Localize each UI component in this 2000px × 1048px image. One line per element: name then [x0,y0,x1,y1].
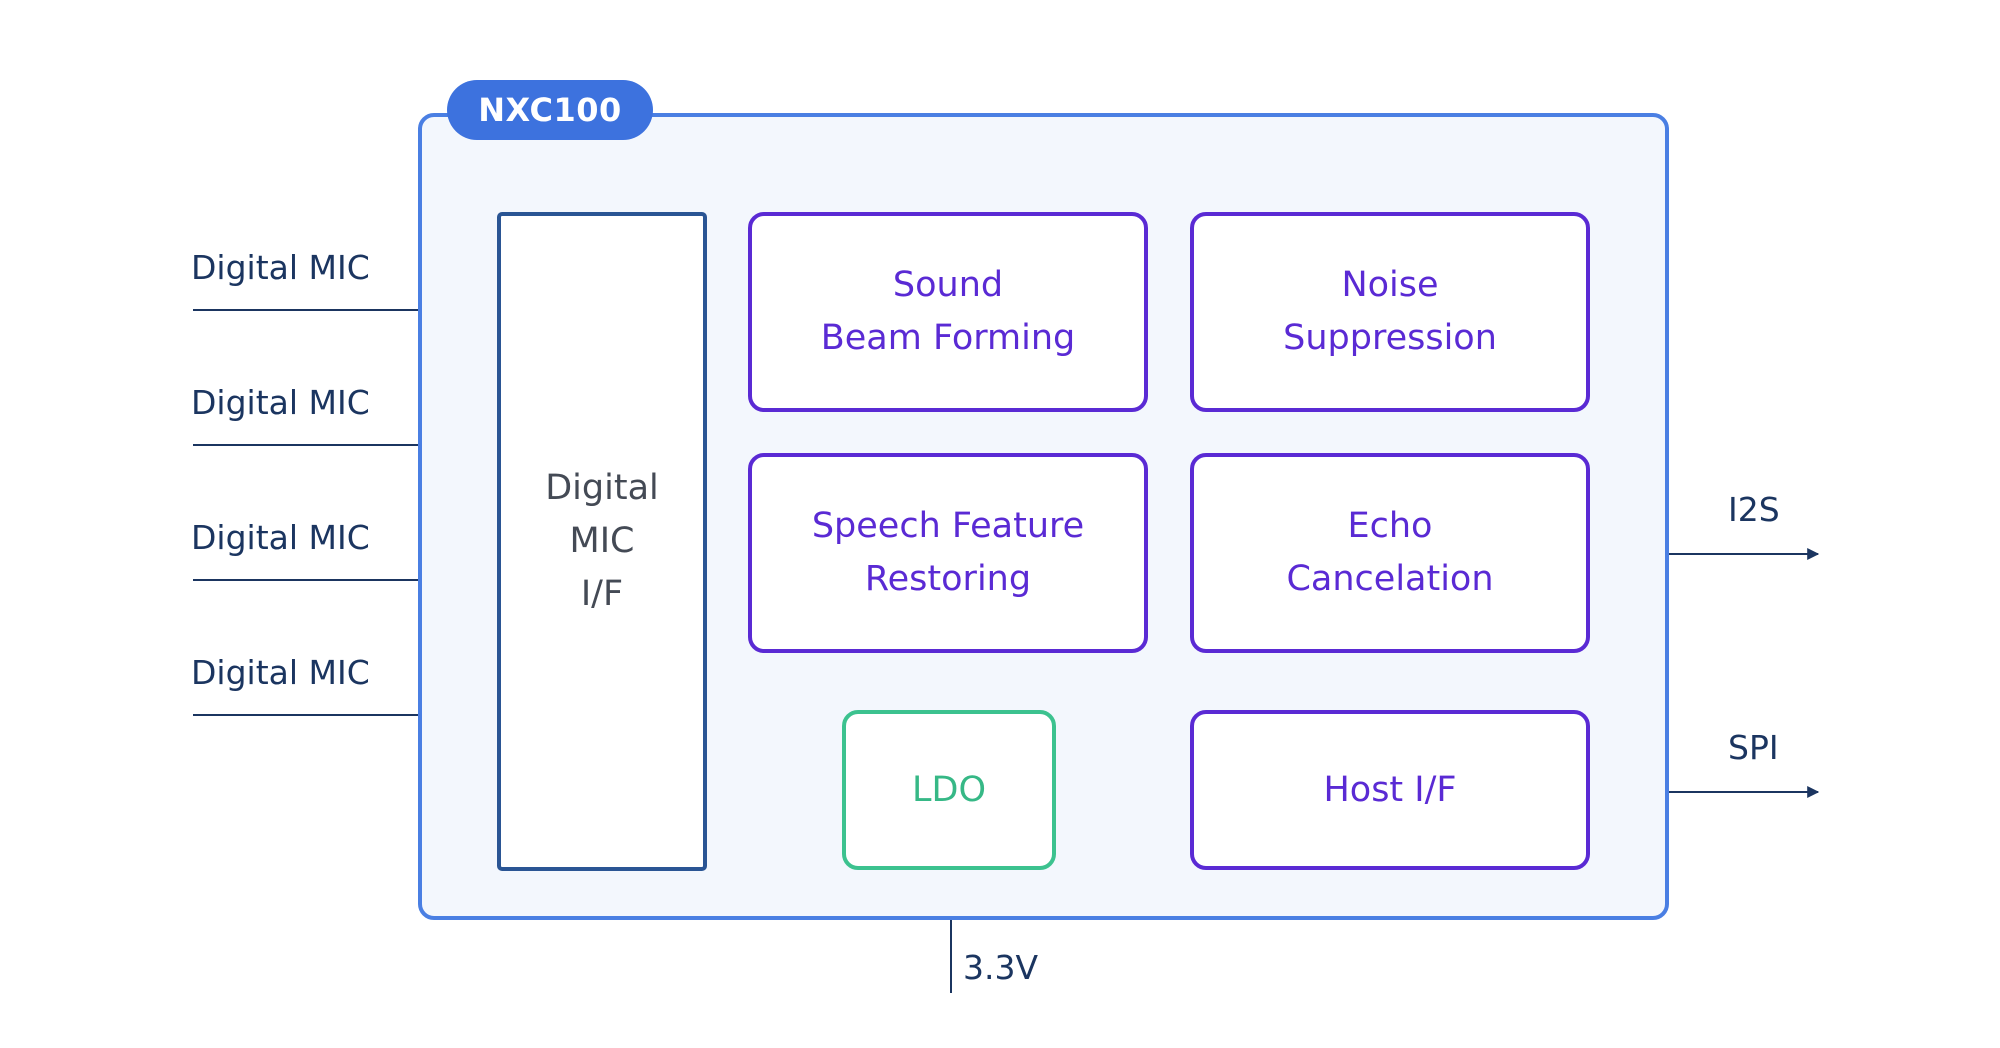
host-if-block: Host I/F [1190,710,1590,870]
digital-mic-if-block: Digital MIC I/F [497,212,707,871]
power-label: 3.3V [963,948,1039,987]
speech-line-2: Restoring [864,559,1032,599]
mic-label-1: Digital MIC [191,248,370,287]
noise-suppression-block: Noise Suppression [1190,212,1590,412]
ldo-block: LDO [842,710,1056,870]
speech-line-1: Speech Feature [811,506,1085,546]
mic-if-line-3: I/F [580,574,624,614]
echo-line-1: Echo [1347,506,1433,546]
echo-line-2: Cancelation [1286,559,1494,599]
noise-line-1: Noise [1341,265,1439,305]
host-if-label: Host I/F [1323,769,1457,810]
beam-line-2: Beam Forming [820,318,1076,358]
sound-beam-forming-block: Sound Beam Forming [748,212,1148,412]
spi-label: SPI [1728,728,1779,767]
speech-feature-restoring-block: Speech Feature Restoring [748,453,1148,653]
mic-label-3: Digital MIC [191,518,370,557]
ldo-label: LDO [912,769,986,810]
mic-label-2: Digital MIC [191,383,370,422]
mic-if-line-2: MIC [569,521,635,561]
mic-if-line-1: Digital [545,468,659,508]
chip-name-tag: NXC100 [447,80,653,140]
i2s-label: I2S [1728,490,1780,529]
mic-label-4: Digital MIC [191,653,370,692]
beam-line-1: Sound [892,265,1004,305]
noise-line-2: Suppression [1283,318,1497,358]
echo-cancelation-block: Echo Cancelation [1190,453,1590,653]
